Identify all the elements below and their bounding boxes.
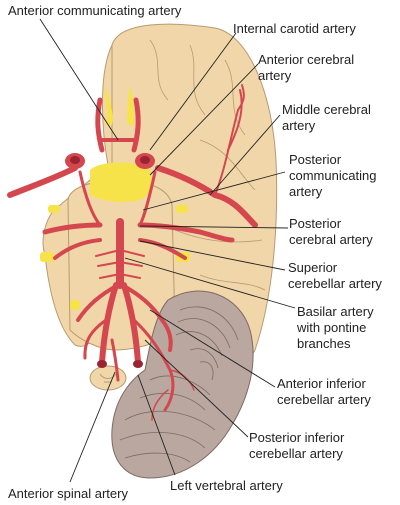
superior-cerebellar-artery-right [138,238,187,260]
label-anterior-communicating-artery: Anterior communicating artery [8,3,182,18]
mca-branch-1 [214,109,239,196]
olfactory-tract-2 [104,85,113,125]
leader-lines [39,18,296,483]
label-anterior-cerebral-artery-line1: Anterior cerebral [258,52,354,67]
pica-branch-1 [169,369,195,391]
anterior-spinal-artery [110,338,120,382]
vertebral-artery-right [121,282,141,365]
cerebellar-folia [119,306,239,463]
label-posterior-inferior-cerebellar-artery-line1: Posterior inferior [249,430,345,445]
posterior-communicating-artery-left [78,170,102,227]
label-internal-carotid-artery: Internal carotid artery [233,21,356,36]
internal-carotid-left-inner [70,156,80,164]
label-posterior-cerebral-artery-line1: Posterior [289,216,342,231]
posterior-cerebral-artery-left [42,222,103,235]
mca-branch-3 [237,84,245,111]
label-superior-cerebellar-artery-line2: cerebellar artery [288,276,382,291]
label-anterior-inferior-cerebellar-artery-line1: Anterior inferior [277,376,367,391]
vertebral-artery-left [99,282,119,365]
cranial-nerve-left [40,252,54,262]
label-left-vertebral-artery: Left vertebral artery [170,478,283,493]
mca-branch-2 [227,89,243,151]
anterior-inferior-cerebellar-artery-right [120,283,173,352]
posterior-cerebral-artery-right [137,222,235,243]
anterior-cerebral-artery-right [131,97,141,153]
internal-carotid-artery-cuts [65,153,155,169]
optic-chiasm [90,162,152,203]
vertebral-cut-left [97,360,107,368]
label-basilar-artery-line1: Basilar artery [297,304,374,319]
superior-cerebellar-artery-left [53,238,102,260]
label-posterior-communicating-artery-line3: artery [289,184,323,199]
pontine-branches [95,249,145,279]
olfactory-tract [127,85,134,125]
label-basilar-artery-line2: with pontine [296,320,366,335]
cerebellum [111,290,254,479]
middle-cerebral-artery-left [7,165,78,198]
vertebral-cut-right [133,360,143,368]
label-anterior-inferior-cerebellar-artery-line2: cerebellar artery [277,392,371,407]
label-basilar-artery-line3: branches [297,336,351,351]
label-superior-cerebellar-artery-line1: Superior [288,260,338,275]
label-middle-cerebral-artery-line2: artery [282,118,316,133]
posterior-communicating-artery-right [138,170,157,227]
arteries [7,84,258,421]
label-posterior-cerebral-artery-line2: cerebral artery [289,232,373,247]
label-posterior-communicating-artery-line2: communicating [289,168,376,183]
label-anterior-cerebral-artery-line2: artery [258,68,292,83]
label-posterior-communicating-artery-line1: Posterior [289,152,342,167]
internal-carotid-right-inner [140,156,150,164]
anterior-cerebral-artery-left [95,97,105,153]
cranial-nerve-low-left [70,300,80,310]
label-anterior-spinal-artery: Anterior spinal artery [8,486,128,501]
cranial-nerve-left-2 [48,205,60,213]
pica-branch-2 [151,389,169,421]
posterior-inferior-cerebellar-artery-left [83,318,108,360]
labels: Anterior communicating artery Internal c… [8,3,382,501]
cranial-nerve-right-2 [176,205,188,213]
label-posterior-inferior-cerebellar-artery-line2: cerebellar artery [249,446,343,461]
label-middle-cerebral-artery-line1: Middle cerebral [282,102,371,117]
